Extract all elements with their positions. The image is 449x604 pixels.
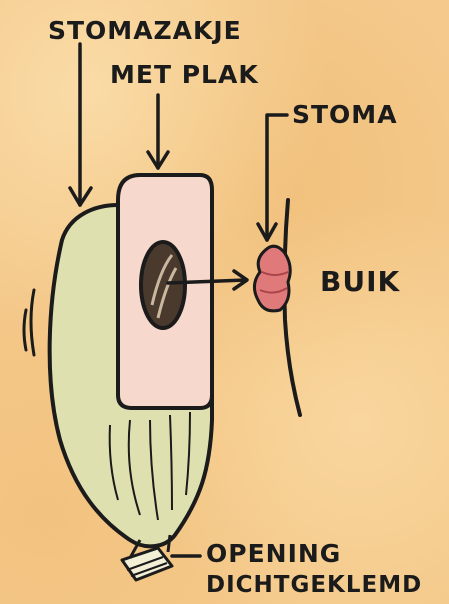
stoma-shape [254,246,290,311]
flange-opening [141,242,185,328]
label-dichtgeklemd: DICHTGEKLEMD [206,574,422,597]
label-opening: OPENING [206,541,341,566]
label-stoma: STOMA [292,102,398,127]
motion-lines [24,290,34,355]
label-buik: BUIK [320,268,400,296]
abdomen-line [284,200,300,415]
label-stomazakje: STOMAZAKJE [48,18,242,43]
label-met-plak: MET PLAK [110,62,259,87]
